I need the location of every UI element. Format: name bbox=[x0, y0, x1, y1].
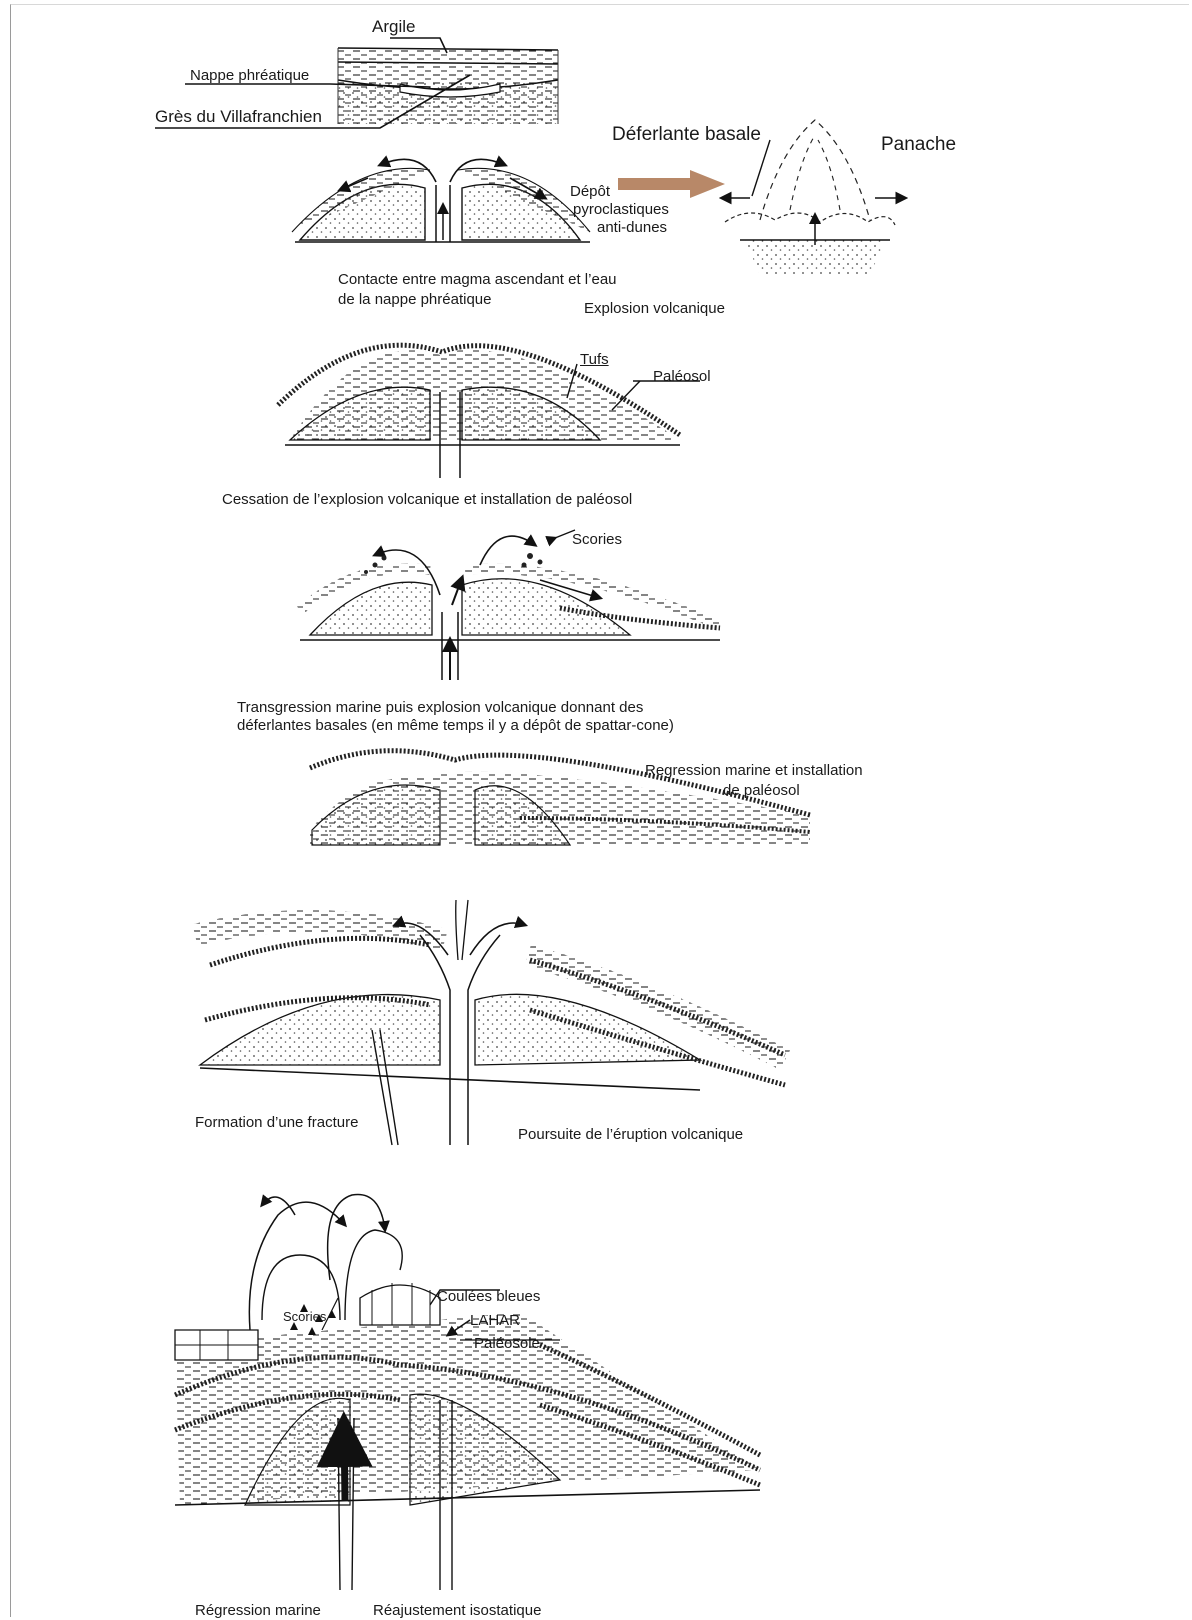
label-poursuite-eruption: Poursuite de l’éruption volcanique bbox=[518, 1125, 743, 1144]
label-lahar: LAHAR bbox=[470, 1311, 520, 1330]
panel-4-cone bbox=[300, 530, 720, 680]
label-regression-marine: Régression marine bbox=[195, 1601, 321, 1620]
label-scories-final: Scories bbox=[283, 1307, 326, 1326]
label-anti-dunes: anti-dunes bbox=[597, 218, 667, 237]
label-scories: Scories bbox=[572, 530, 622, 549]
label-depot: Dépôt bbox=[570, 182, 610, 201]
label-argile: Argile bbox=[372, 17, 415, 37]
caption-panel-5-line2: de paléosol bbox=[723, 781, 800, 800]
caption-panel-4-line1: Transgression marine puis explosion volc… bbox=[237, 698, 643, 717]
label-explosion-volcanique: Explosion volcanique bbox=[584, 299, 725, 318]
label-deferlante-basale: Déferlante basale bbox=[612, 124, 761, 146]
label-panache: Panache bbox=[881, 134, 956, 156]
label-contact-line2: de la nappe phréatique bbox=[338, 290, 491, 309]
brown-arrow bbox=[618, 170, 725, 198]
panel-7-cone bbox=[175, 1194, 760, 1590]
label-pyroclastiques: pyroclastiques bbox=[573, 200, 669, 219]
label-paleosol: Paléosol bbox=[653, 367, 711, 386]
label-coulees-bleues: Coulées bleues bbox=[437, 1287, 540, 1306]
caption-panel-5-line1: Regression marine et installation bbox=[645, 761, 863, 780]
panel-6-cone bbox=[195, 900, 785, 1145]
panel-2-cone bbox=[292, 159, 590, 242]
panel-3-cone bbox=[278, 345, 700, 478]
label-tufs: Tufs bbox=[580, 350, 609, 369]
label-formation-fracture: Formation d’une fracture bbox=[195, 1113, 358, 1132]
caption-panel-3: Cessation de l’explosion volcanique et i… bbox=[222, 490, 632, 509]
label-contact-line1: Contacte entre magma ascendant et l’eau bbox=[338, 270, 617, 289]
label-gres-villafranchien: Grès du Villafranchien bbox=[155, 107, 322, 127]
label-nappe-phreatique: Nappe phréatique bbox=[190, 66, 309, 85]
label-paleosole: Paléosole bbox=[474, 1334, 540, 1353]
caption-panel-4-line2: déferlantes basales (en même temps il y … bbox=[237, 716, 674, 735]
label-reajustement-isostatique: Réajustement isostatique bbox=[373, 1601, 541, 1620]
